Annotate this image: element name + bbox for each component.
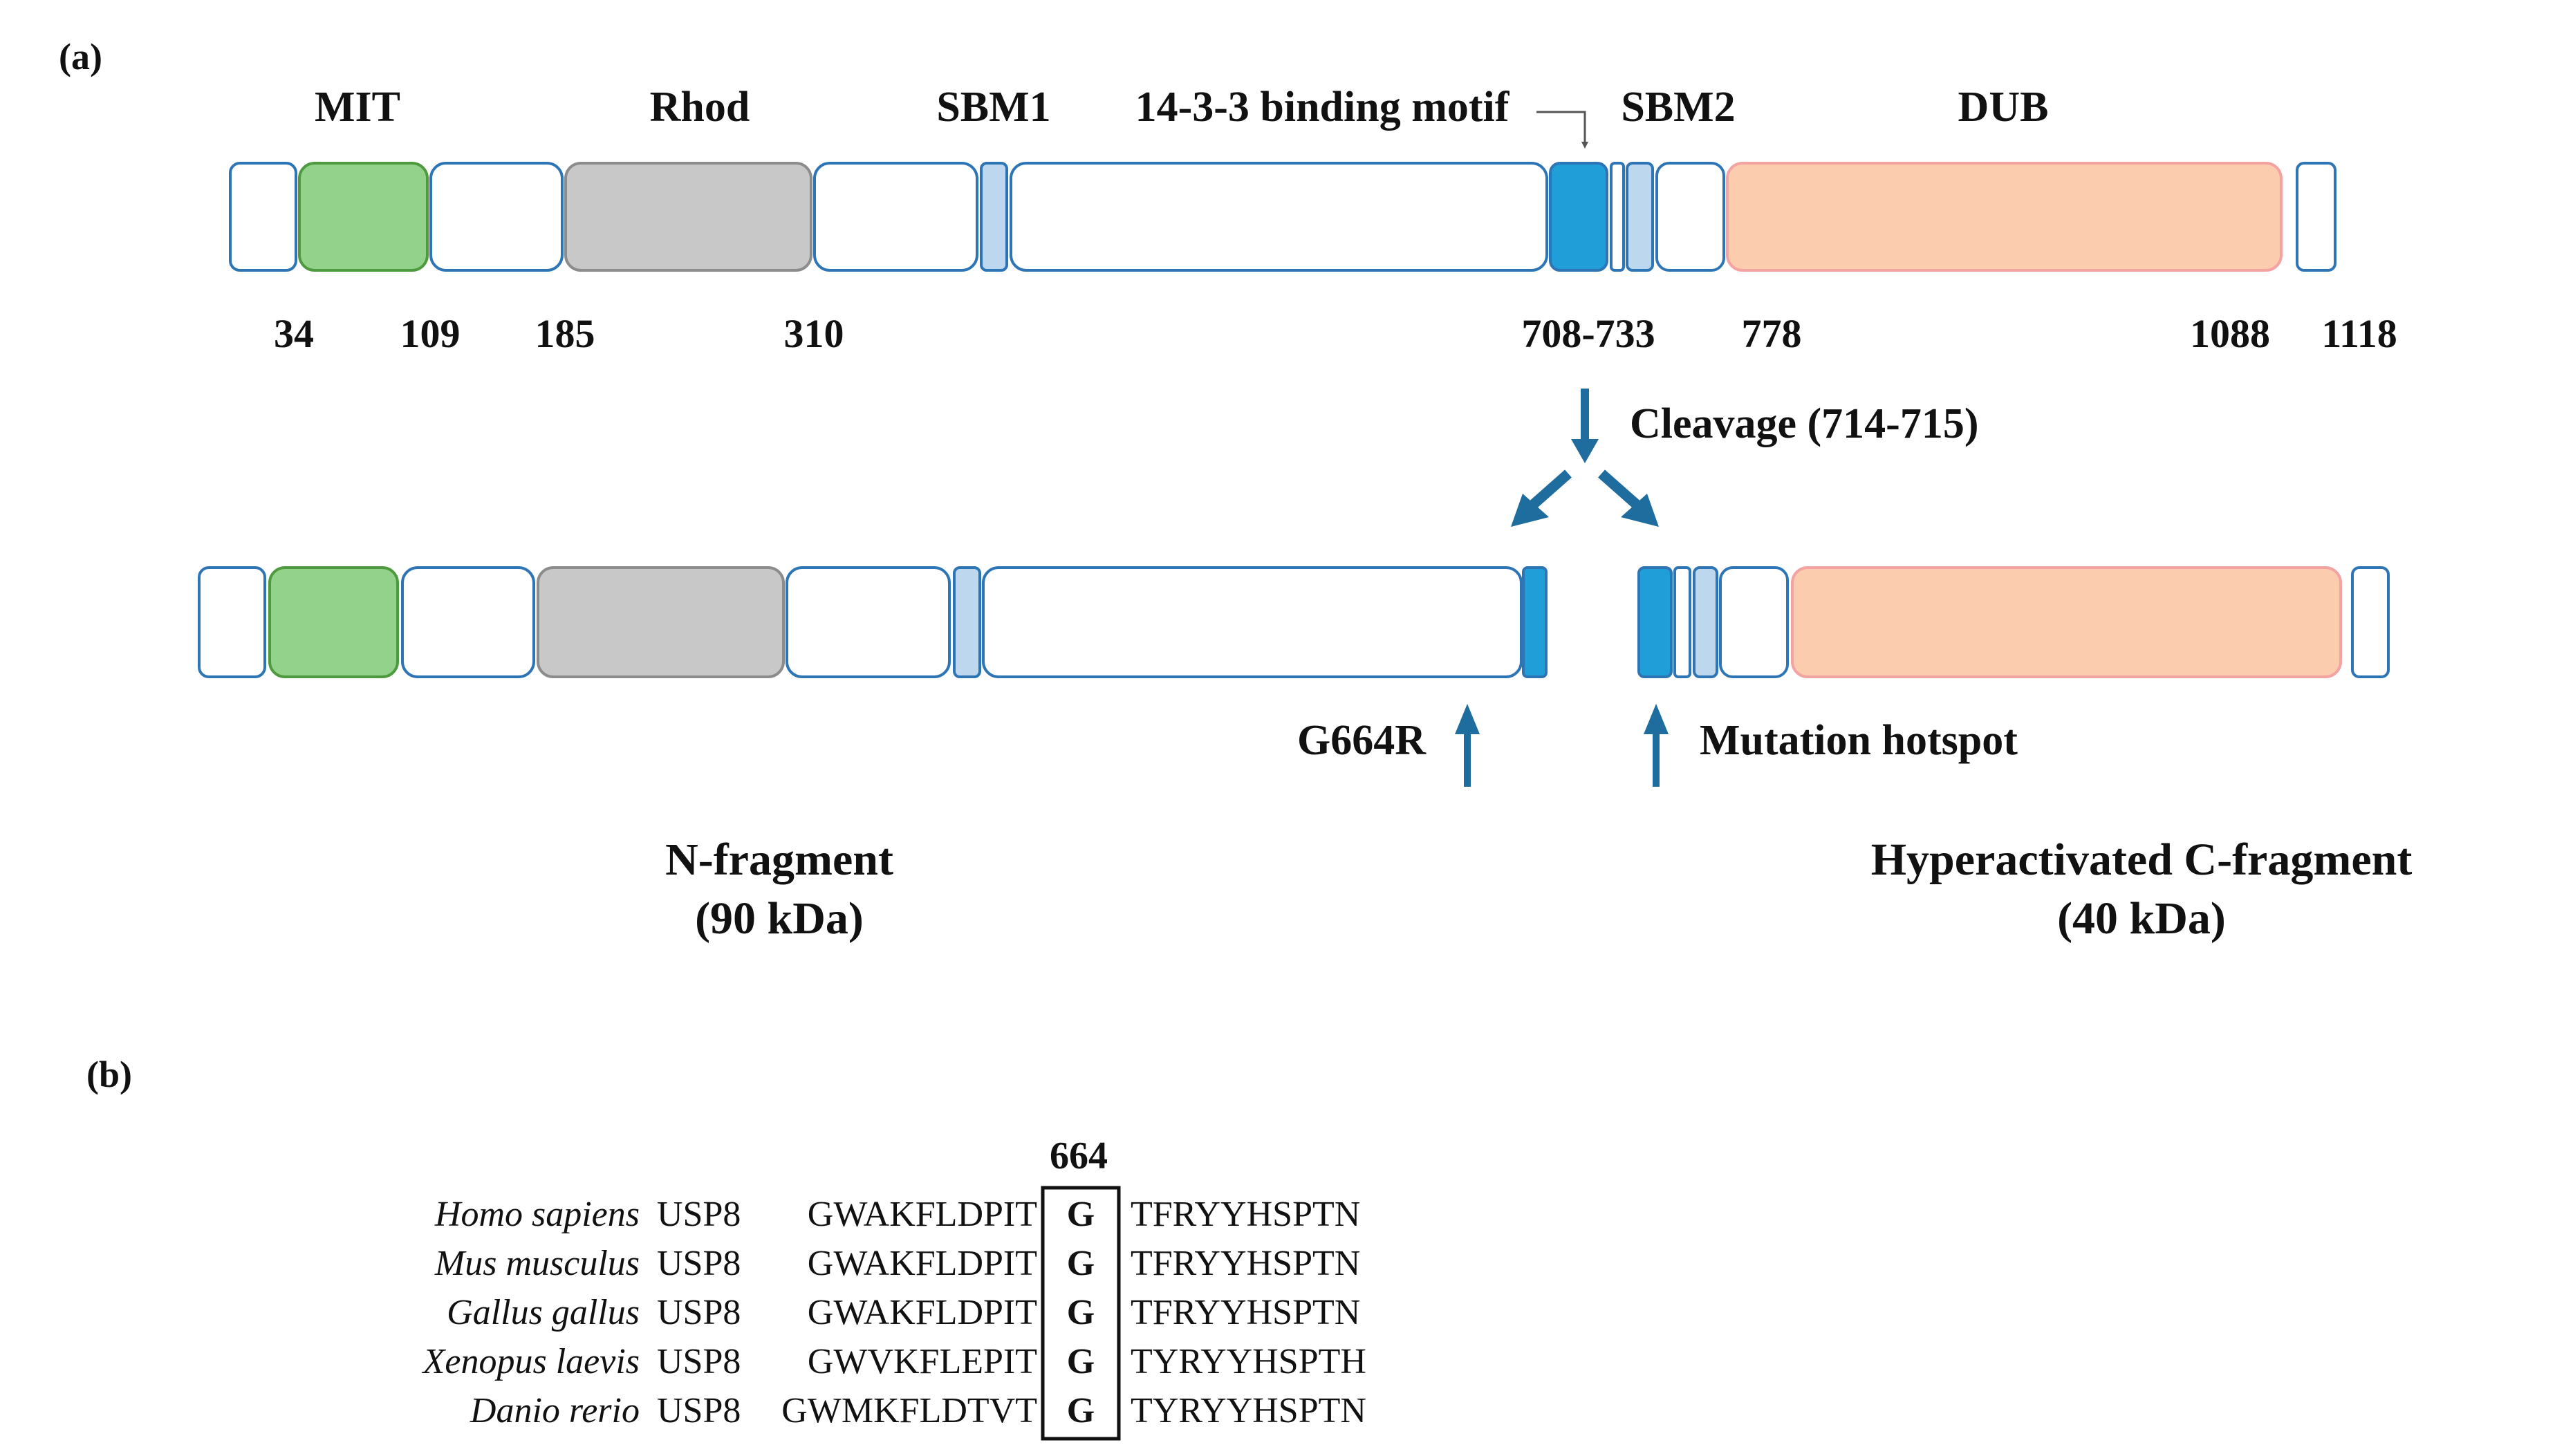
species-name: Homo sapiens bbox=[434, 1195, 640, 1234]
sbm1-motif bbox=[953, 566, 981, 678]
position-label: 34 bbox=[274, 311, 314, 356]
sequence-right: TFRYYHSPTN bbox=[1131, 1195, 1360, 1234]
species-name: Mus musculus bbox=[434, 1244, 640, 1283]
rhod-domain bbox=[564, 162, 812, 272]
linker-segment bbox=[1655, 162, 1725, 272]
linker-segment bbox=[786, 566, 951, 678]
linker-segment bbox=[1010, 162, 1548, 272]
position-label: 310 bbox=[784, 311, 844, 356]
linker-segment bbox=[1673, 566, 1691, 678]
dub-domain bbox=[1791, 566, 2342, 678]
conserved-residue: G bbox=[1067, 1342, 1095, 1381]
motif-label: 14-3-3 binding motif bbox=[1135, 84, 1510, 131]
g664r-label: G664R bbox=[1297, 717, 1427, 764]
linker-segment bbox=[401, 566, 535, 678]
binding-motif-14-3-3-part bbox=[1637, 566, 1673, 678]
residue-position-label: 664 bbox=[1050, 1135, 1108, 1177]
rhod-label: Rhod bbox=[650, 84, 750, 131]
position-label: 1118 bbox=[2321, 311, 2397, 356]
position-label: 109 bbox=[400, 311, 461, 356]
mit-label: MIT bbox=[315, 84, 400, 131]
gene-name: USP8 bbox=[657, 1293, 741, 1332]
sbm2-motif bbox=[1626, 162, 1654, 272]
sbm2-motif bbox=[1693, 566, 1718, 678]
sbm2-label: SBM2 bbox=[1621, 84, 1735, 131]
sbm1-motif bbox=[980, 162, 1008, 272]
gene-name: USP8 bbox=[657, 1342, 741, 1381]
n-fragment-name: N-fragment bbox=[665, 834, 893, 885]
sbm1-label: SBM1 bbox=[936, 84, 1050, 131]
gene-name: USP8 bbox=[657, 1244, 741, 1283]
c-fragment-protein bbox=[1637, 566, 2390, 678]
position-label: 708-733 bbox=[1521, 311, 1655, 356]
sequence-left: GWMKFLDTVT bbox=[781, 1391, 1037, 1430]
conserved-residue: G bbox=[1067, 1195, 1095, 1234]
cleavage-label: Cleavage (714-715) bbox=[1630, 400, 1978, 447]
full-length-protein bbox=[229, 162, 2336, 272]
linker-segment bbox=[2296, 162, 2336, 272]
binding-motif-14-3-3-part bbox=[1522, 566, 1548, 678]
gene-name: USP8 bbox=[657, 1195, 741, 1234]
sequence-right: TFRYYHSPTN bbox=[1131, 1244, 1360, 1283]
conserved-residue-box bbox=[1041, 1186, 1121, 1441]
sequence-left: GWAKFLDPIT bbox=[808, 1244, 1037, 1283]
sequence-left: GWAKFLDPIT bbox=[808, 1195, 1037, 1234]
position-label: 778 bbox=[1742, 311, 1802, 356]
n-fragment-size: (90 kDa) bbox=[695, 893, 864, 944]
rhod-domain bbox=[537, 566, 785, 678]
c-fragment-size: (40 kDa) bbox=[2057, 893, 2226, 944]
conserved-residue: G bbox=[1067, 1391, 1095, 1430]
n-fragment-protein bbox=[198, 566, 1548, 678]
g664r-arrow bbox=[1455, 704, 1480, 787]
mit-domain bbox=[268, 566, 399, 678]
alignment-row: Mus musculus USP8 GWAKFLDPIT G TFRYYHSPTN bbox=[434, 1244, 1360, 1283]
linker-segment bbox=[429, 162, 564, 272]
dub-label: DUB bbox=[1958, 84, 2049, 131]
alignment-row: Homo sapiens USP8 GWAKFLDPIT G TFRYYHSPTN bbox=[434, 1195, 1360, 1234]
sequence-right: TYRYYHSPTN bbox=[1131, 1391, 1366, 1430]
linker-segment bbox=[1610, 162, 1625, 272]
conserved-residue: G bbox=[1067, 1293, 1095, 1332]
panel-a-label: (a) bbox=[59, 36, 102, 77]
sequence-left: GWVKFLEPIT bbox=[808, 1342, 1037, 1381]
position-label: 185 bbox=[535, 311, 595, 356]
linker-segment bbox=[229, 162, 297, 272]
cleavage-arrows bbox=[1511, 389, 1659, 527]
alignment-row: Danio rerio USP8 GWMKFLDTVT G TYRYYHSPTN bbox=[470, 1391, 1366, 1430]
linker-segment bbox=[1719, 566, 1789, 678]
mutation-hotspot-arrow bbox=[1644, 704, 1669, 787]
linker-segment bbox=[198, 566, 266, 678]
panel-b-label: (b) bbox=[86, 1054, 132, 1095]
gene-name: USP8 bbox=[657, 1391, 741, 1430]
dub-domain bbox=[1726, 162, 2283, 272]
binding-motif-14-3-3 bbox=[1549, 162, 1608, 272]
sequence-left: GWAKFLDPIT bbox=[808, 1293, 1037, 1332]
linker-segment bbox=[813, 162, 978, 272]
position-label: 1088 bbox=[2190, 311, 2270, 356]
sequence-right: TFRYYHSPTN bbox=[1131, 1293, 1360, 1332]
mit-domain bbox=[298, 162, 429, 272]
alignment-row: Gallus gallus USP8 GWAKFLDPIT G TFRYYHSPTN bbox=[447, 1293, 1360, 1332]
alignment-row: Xenopus laevis USP8 GWVKFLEPIT G TYRYYHSPTH bbox=[422, 1342, 1366, 1381]
c-fragment-name: Hyperactivated C-fragment bbox=[1871, 834, 2413, 885]
mutation-hotspot-label: Mutation hotspot bbox=[1700, 717, 2018, 764]
species-name: Danio rerio bbox=[470, 1391, 640, 1430]
linker-segment bbox=[2351, 566, 2390, 678]
sequence-right: TYRYYHSPTH bbox=[1131, 1342, 1366, 1381]
species-name: Gallus gallus bbox=[447, 1293, 640, 1332]
linker-segment bbox=[982, 566, 1523, 678]
species-name: Xenopus laevis bbox=[422, 1342, 640, 1381]
conserved-residue: G bbox=[1067, 1244, 1095, 1283]
motif-pointer-arrow bbox=[1536, 111, 1588, 149]
